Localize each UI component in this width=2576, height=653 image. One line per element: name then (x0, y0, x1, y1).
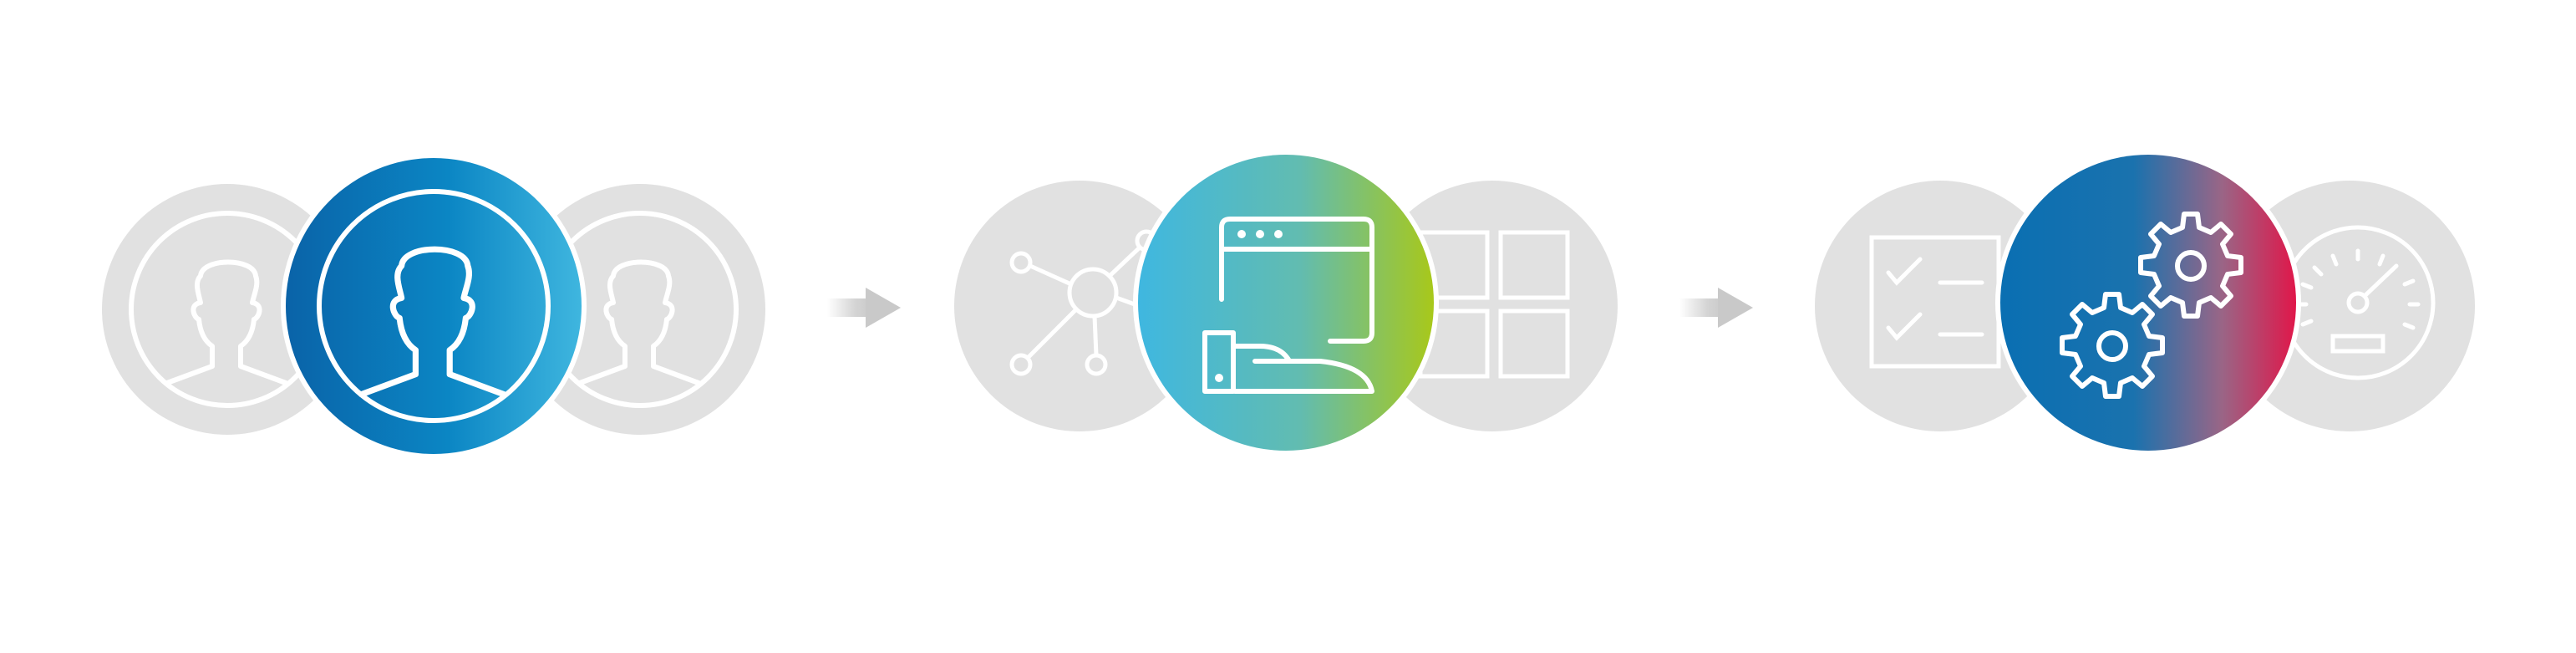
network-icon (1009, 229, 1165, 376)
gears-icon (2060, 212, 2243, 399)
left-checklist-circle (1815, 181, 2065, 431)
arrow-right-icon (827, 288, 901, 328)
center-gears-circle (1995, 150, 2301, 456)
group-people (102, 153, 765, 459)
arrow-right-icon (1679, 288, 1753, 328)
center-person-circle (281, 153, 587, 459)
group-platform (954, 150, 1618, 456)
right-grid-circle (1367, 181, 1618, 431)
group-operations (1815, 150, 2475, 456)
left-network-circle (954, 181, 1205, 431)
browser-devices-icon (1202, 217, 1374, 394)
center-platform-circle (1133, 150, 1439, 456)
